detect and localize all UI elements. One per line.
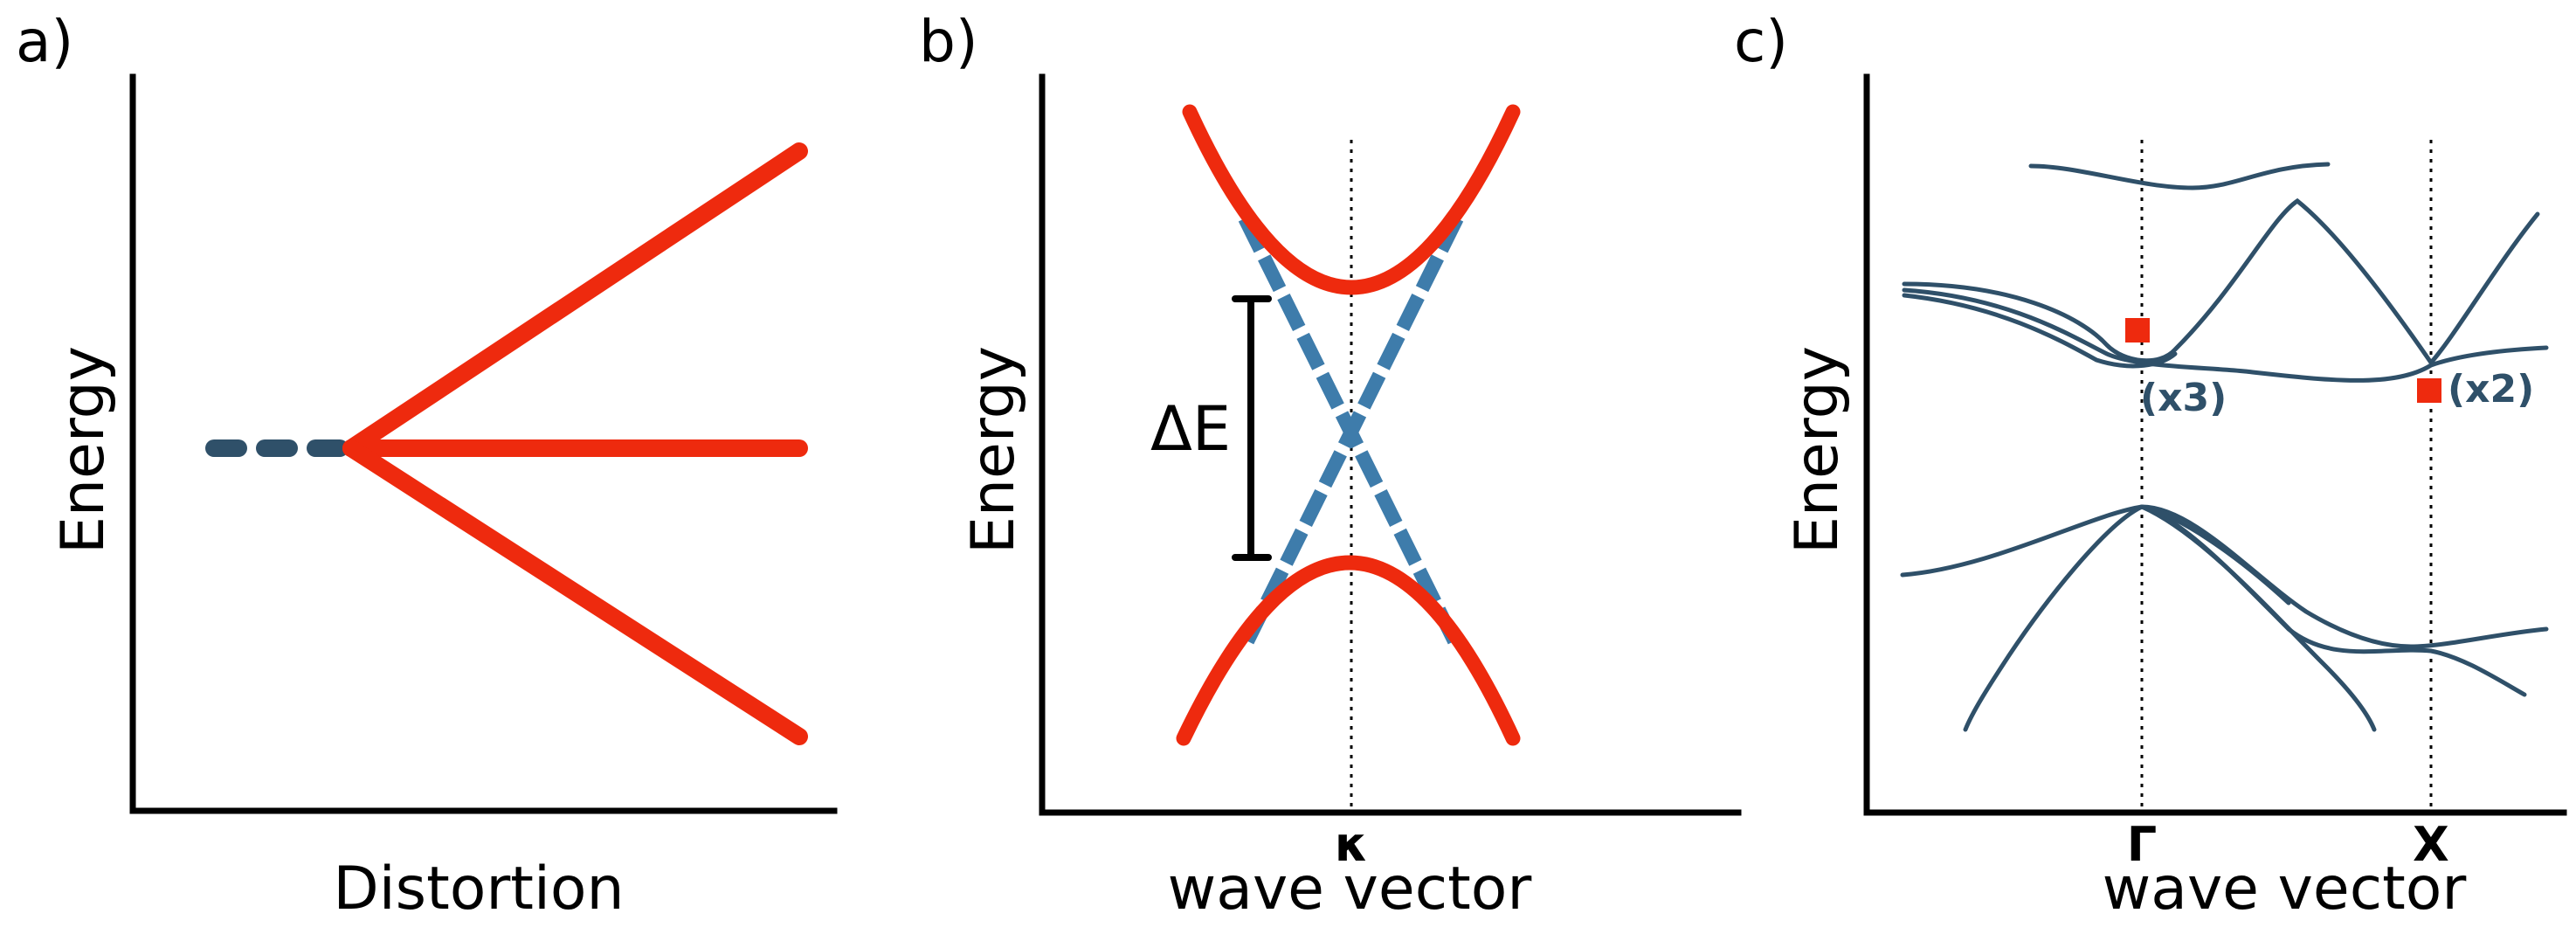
panel-b-lower-band [1176,555,1521,746]
panel-c-degeneracy-gamma: (x3) [2140,376,2227,420]
panel-c: c) Energy wave vector Γ X (x3) (x2) [1734,8,2567,924]
panel-c-y-label: Energy [1783,346,1852,554]
panel-b-gap-bracket [1232,295,1272,561]
panel-c-degeneracy-x: (x2) [2448,367,2534,412]
panel-c-tick-x: X [2413,817,2449,872]
panel-c-tick-gamma: Γ [2127,817,2157,872]
panel-b-tick-kappa: κ [1335,817,1368,872]
panel-c-marker-x [2417,378,2441,403]
panel-b-upper-band [1182,104,1521,295]
panel-c-letter: c) [1734,8,1788,75]
panel-c-x-label: wave vector [2103,855,2467,924]
panel-a-x-label: Distortion [333,855,624,924]
panel-b: b) Energy wave vector κ ΔE [919,8,1742,924]
panel-c-upper-bands [1902,162,2549,383]
panel-a-letter: a) [16,8,73,75]
panel-b-y-label: Energy [959,346,1028,554]
panel-b-letter: b) [919,8,978,75]
panel-c-lower-bands [1900,504,2549,732]
panel-b-x-label: wave vector [1168,855,1532,924]
panel-a-y-label: Energy [49,346,118,554]
panel-c-marker-gamma [2125,318,2150,342]
panel-a-branch-lower [342,439,808,745]
panel-b-gap-label: ΔE [1150,393,1231,465]
panel-a: a) Energy Distortion [16,8,838,924]
panel-a-branch-upper [342,142,808,457]
panel-b-linear-band-2 [1238,215,1464,650]
